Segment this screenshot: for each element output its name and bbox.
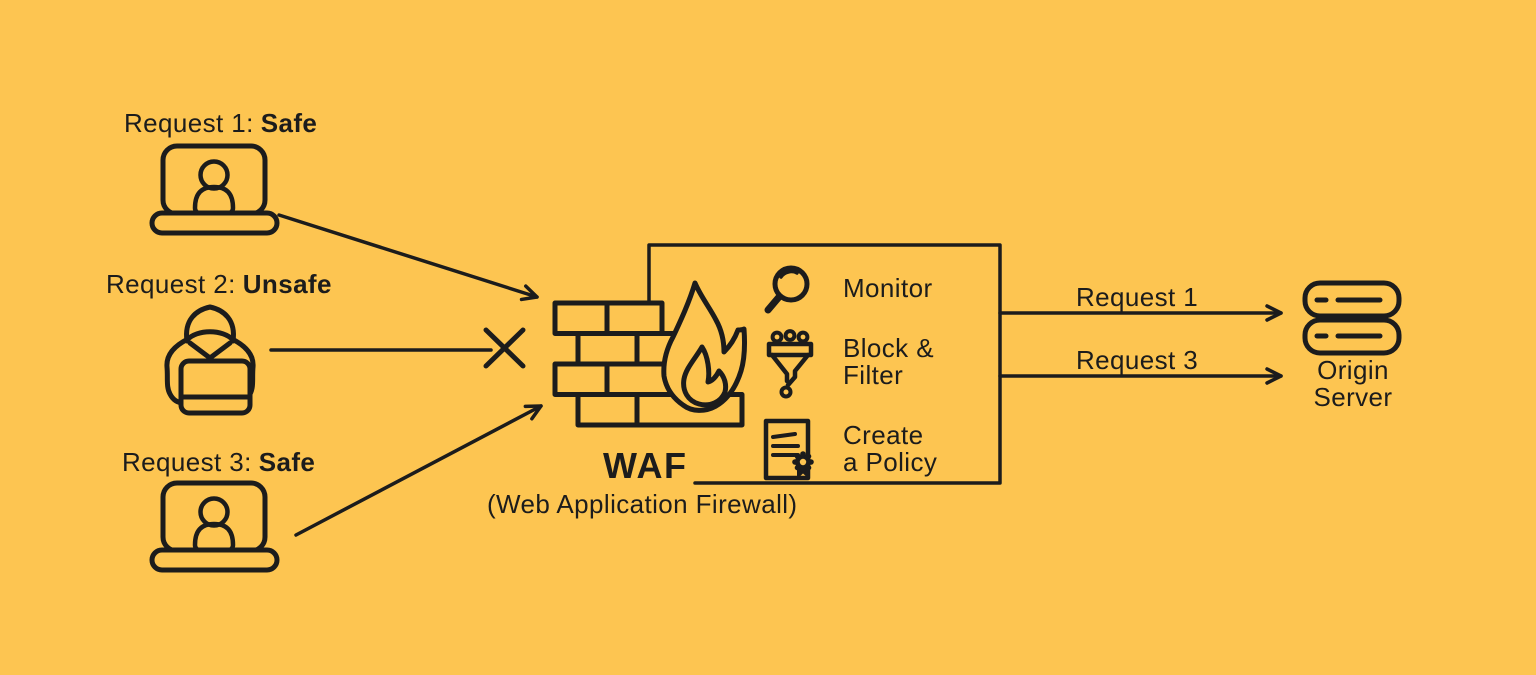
origin-server-label: Origin Server bbox=[1292, 357, 1414, 411]
request3-prefix: Request 3: bbox=[122, 447, 252, 477]
laptop-user-icon bbox=[149, 143, 280, 236]
blocked-x-icon bbox=[483, 327, 526, 369]
funnel-filter-icon bbox=[766, 329, 814, 399]
server-stack-icon bbox=[1302, 280, 1402, 356]
feature-create-policy-line1: Create bbox=[843, 420, 924, 450]
request2-status: Unsafe bbox=[242, 269, 332, 299]
magnifier-icon bbox=[764, 265, 810, 314]
feature-block-filter-line2: Filter bbox=[843, 360, 904, 390]
flame-icon bbox=[661, 280, 748, 413]
laptop-user-icon bbox=[152, 483, 277, 570]
rosette-badge bbox=[792, 451, 814, 479]
feature-monitor-label: Monitor bbox=[843, 273, 933, 303]
arrow-request1-to-waf bbox=[277, 213, 539, 302]
origin-server-line2: Server bbox=[1313, 382, 1393, 412]
feature-block-filter-label: Block & Filter bbox=[843, 335, 934, 389]
request2-label: Request 2:Unsafe bbox=[106, 271, 332, 298]
waf-subtitle: (Web Application Firewall) bbox=[487, 489, 798, 519]
request1-status: Safe bbox=[260, 108, 318, 138]
feature-create-policy-line2: a Policy bbox=[843, 447, 938, 477]
forwarded-request1-label: Request 1 bbox=[1076, 282, 1199, 312]
request1-label: Request 1:Safe bbox=[124, 110, 317, 137]
waf-feature-box bbox=[647, 243, 1002, 485]
request2-prefix: Request 2: bbox=[106, 269, 236, 299]
policy-document-icon bbox=[763, 418, 814, 481]
arrow-request3-to-waf bbox=[294, 404, 543, 537]
request3-label: Request 3:Safe bbox=[122, 449, 315, 476]
request1-prefix: Request 1: bbox=[124, 108, 254, 138]
origin-server-line1: Origin bbox=[1317, 355, 1389, 385]
hacker-icon bbox=[164, 304, 256, 416]
feature-create-policy-label: Create a Policy bbox=[843, 422, 937, 476]
feature-block-filter-line1: Block & bbox=[843, 333, 934, 363]
waf-title: WAF bbox=[603, 445, 688, 486]
request3-status: Safe bbox=[258, 447, 316, 477]
forwarded-request3-label: Request 3 bbox=[1076, 345, 1199, 375]
